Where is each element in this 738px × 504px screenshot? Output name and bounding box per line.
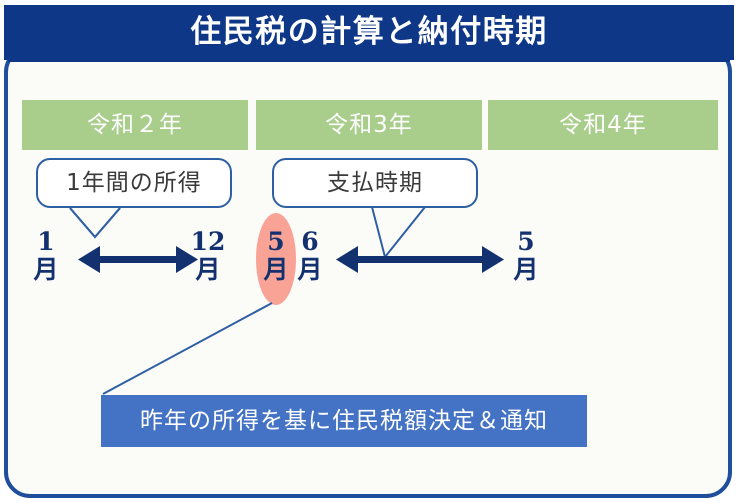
year-label: 令和２年 bbox=[87, 111, 183, 138]
month-unit: 月 bbox=[263, 255, 289, 284]
month-label-may-end: 5 月 bbox=[506, 228, 546, 284]
bottom-banner-label: 昨年の所得を基に住民税額決定＆通知 bbox=[140, 407, 548, 434]
month-label-may-highlighted: 5 月 bbox=[256, 228, 296, 284]
year-label: 令和4年 bbox=[559, 111, 647, 138]
callout-annual-income: 1年間の所得 bbox=[36, 158, 232, 208]
month-label-january: 1 月 bbox=[26, 228, 66, 284]
year-box-reiwa-2: 令和２年 bbox=[22, 100, 248, 150]
month-label-june: 6 月 bbox=[290, 228, 330, 284]
month-number: 12 bbox=[190, 227, 226, 256]
month-unit: 月 bbox=[195, 255, 221, 284]
year-box-reiwa-4: 令和4年 bbox=[488, 100, 718, 150]
year-label: 令和3年 bbox=[325, 111, 413, 138]
month-number: 6 bbox=[301, 227, 319, 256]
callout-label: 支払時期 bbox=[327, 169, 423, 196]
month-unit: 月 bbox=[297, 255, 323, 284]
month-number: 5 bbox=[267, 227, 285, 256]
callout-label: 1年間の所得 bbox=[66, 169, 202, 196]
title-banner: 住民税の計算と納付時期 bbox=[4, 5, 734, 60]
year-box-reiwa-3: 令和3年 bbox=[256, 100, 482, 150]
callout-payment-period: 支払時期 bbox=[272, 158, 478, 208]
month-unit: 月 bbox=[33, 255, 59, 284]
bottom-banner: 昨年の所得を基に住民税額決定＆通知 bbox=[101, 395, 587, 447]
month-label-december: 12 月 bbox=[188, 228, 228, 284]
highlight-oval-may bbox=[256, 213, 296, 305]
month-number: 5 bbox=[517, 227, 535, 256]
page-title: 住民税の計算と納付時期 bbox=[190, 14, 548, 50]
month-number: 1 bbox=[37, 227, 55, 256]
month-unit: 月 bbox=[513, 255, 539, 284]
